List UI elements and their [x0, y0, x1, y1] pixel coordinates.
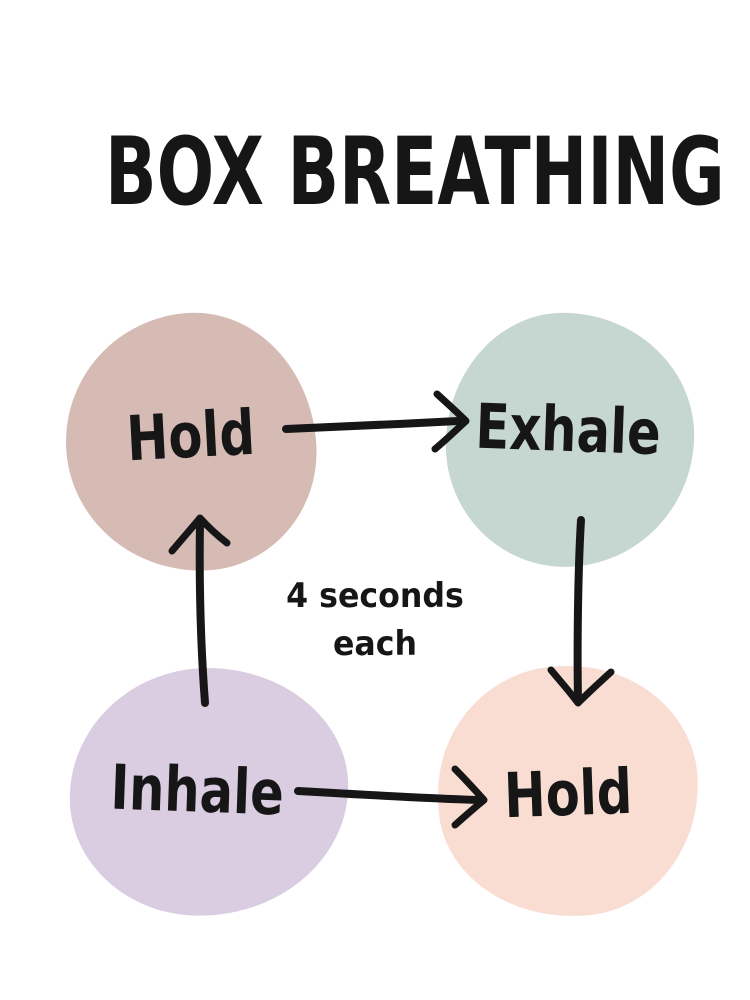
- node-hold-bottom: Hold: [433, 661, 703, 921]
- note-line-2: each: [332, 624, 418, 664]
- node-exhale-label: Exhale: [474, 389, 663, 469]
- node-exhale: Exhale: [441, 308, 699, 572]
- node-inhale: Inhale: [65, 663, 353, 921]
- node-inhale-label: Inhale: [109, 750, 285, 830]
- node-hold-top: Hold: [59, 306, 323, 578]
- node-hold-bottom-label: Hold: [502, 754, 634, 832]
- node-hold-top-label: Hold: [124, 395, 257, 475]
- note-line-1: 4 seconds: [286, 576, 464, 616]
- center-note: 4 seconds each: [240, 572, 510, 668]
- poster-title: BOX BREATHING: [105, 118, 725, 227]
